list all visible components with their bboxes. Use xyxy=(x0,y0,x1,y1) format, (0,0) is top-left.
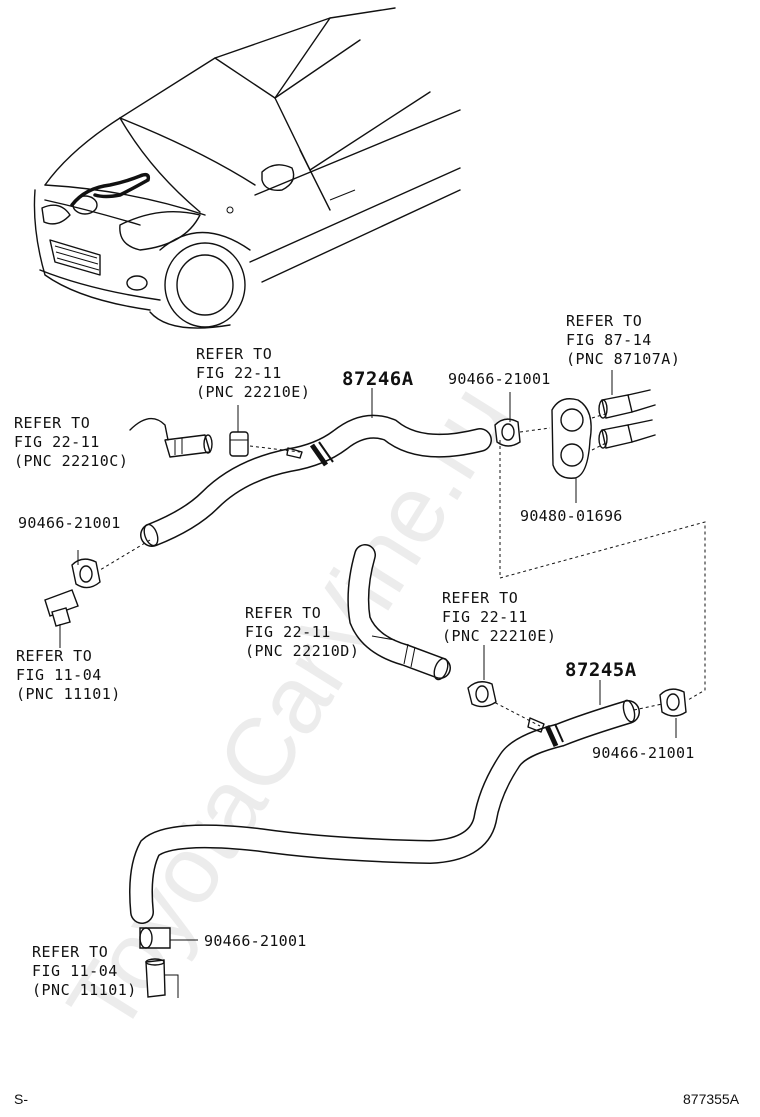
svg-text:REFER TO: REFER TO xyxy=(196,345,272,363)
callout-ref-22-11e-top: REFER TO FIG 22-11 (PNC 22210E) xyxy=(196,345,310,401)
svg-text:(PNC 11101): (PNC 11101) xyxy=(32,981,137,999)
diagram-id: 877355A xyxy=(683,1091,740,1107)
svg-text:(PNC 87107A): (PNC 87107A) xyxy=(566,350,680,368)
svg-text:FIG 11-04: FIG 11-04 xyxy=(16,666,102,684)
connector-22210c xyxy=(129,417,213,458)
clamp-bottom xyxy=(139,927,198,998)
svg-text:REFER TO: REFER TO xyxy=(442,589,518,607)
assembly-link xyxy=(499,440,706,701)
hose-87245a xyxy=(129,680,640,924)
part-number-clamp-mid-right: 90466-21001 xyxy=(592,744,695,762)
svg-text:FIG 22-11: FIG 22-11 xyxy=(14,433,100,451)
svg-text:FIG 11-04: FIG 11-04 xyxy=(32,962,118,980)
connector-22210d xyxy=(347,544,451,681)
callout-ref-11-04-top: REFER TO FIG 11-04 (PNC 11101) xyxy=(16,647,121,703)
car-illustration xyxy=(33,7,461,329)
svg-text:FIG 22-11: FIG 22-11 xyxy=(245,623,331,641)
hose-87246a xyxy=(140,414,492,547)
svg-text:(PNC 22210C): (PNC 22210C) xyxy=(14,452,128,470)
svg-text:REFER TO: REFER TO xyxy=(14,414,90,432)
nozzles-87107a xyxy=(598,370,656,449)
clamp-22210e-top xyxy=(229,405,249,457)
callout-ref-11-04-bottom: REFER TO FIG 11-04 (PNC 11101) xyxy=(32,943,137,999)
svg-text:REFER TO: REFER TO xyxy=(245,604,321,622)
part-number-clamp-left: 90466-21001 xyxy=(18,514,121,532)
part-number-clamp-bottom: 90466-21001 xyxy=(204,932,307,950)
clamp-mid-right xyxy=(633,688,687,738)
svg-text:(PNC 22210D): (PNC 22210D) xyxy=(245,642,359,660)
svg-text:REFER TO: REFER TO xyxy=(32,943,108,961)
grommet xyxy=(551,398,613,503)
svg-text:FIG 22-11: FIG 22-11 xyxy=(196,364,282,382)
svg-text:REFER TO: REFER TO xyxy=(566,312,642,330)
svg-text:REFER TO: REFER TO xyxy=(16,647,92,665)
clamp-top-right xyxy=(494,392,551,447)
svg-text:(PNC 22210E): (PNC 22210E) xyxy=(196,383,310,401)
svg-text:(PNC 22210E): (PNC 22210E) xyxy=(442,627,556,645)
part-number-clamp-top-right: 90466-21001 xyxy=(448,370,551,388)
callout-ref-22-11d: REFER TO FIG 22-11 (PNC 22210D) xyxy=(245,604,359,660)
svg-text:FIG 87-14: FIG 87-14 xyxy=(566,331,652,349)
part-number-87246a: 87246A xyxy=(342,368,414,390)
part-number-grommet: 90480-01696 xyxy=(520,507,623,525)
part-number-87245a: 87245A xyxy=(565,659,637,681)
svg-text:(PNC 11101): (PNC 11101) xyxy=(16,685,121,703)
corner-left-code: S- xyxy=(14,1091,28,1107)
svg-text:FIG 22-11: FIG 22-11 xyxy=(442,608,528,626)
callout-ref-22-11e-mid: REFER TO FIG 22-11 (PNC 22210E) xyxy=(442,589,556,645)
callout-ref-22-11c: REFER TO FIG 22-11 (PNC 22210C) xyxy=(14,414,128,470)
clamp-22210e-mid xyxy=(467,645,497,708)
callout-ref-87-14: REFER TO FIG 87-14 (PNC 87107A) xyxy=(566,312,680,368)
clamp-left xyxy=(44,539,151,648)
